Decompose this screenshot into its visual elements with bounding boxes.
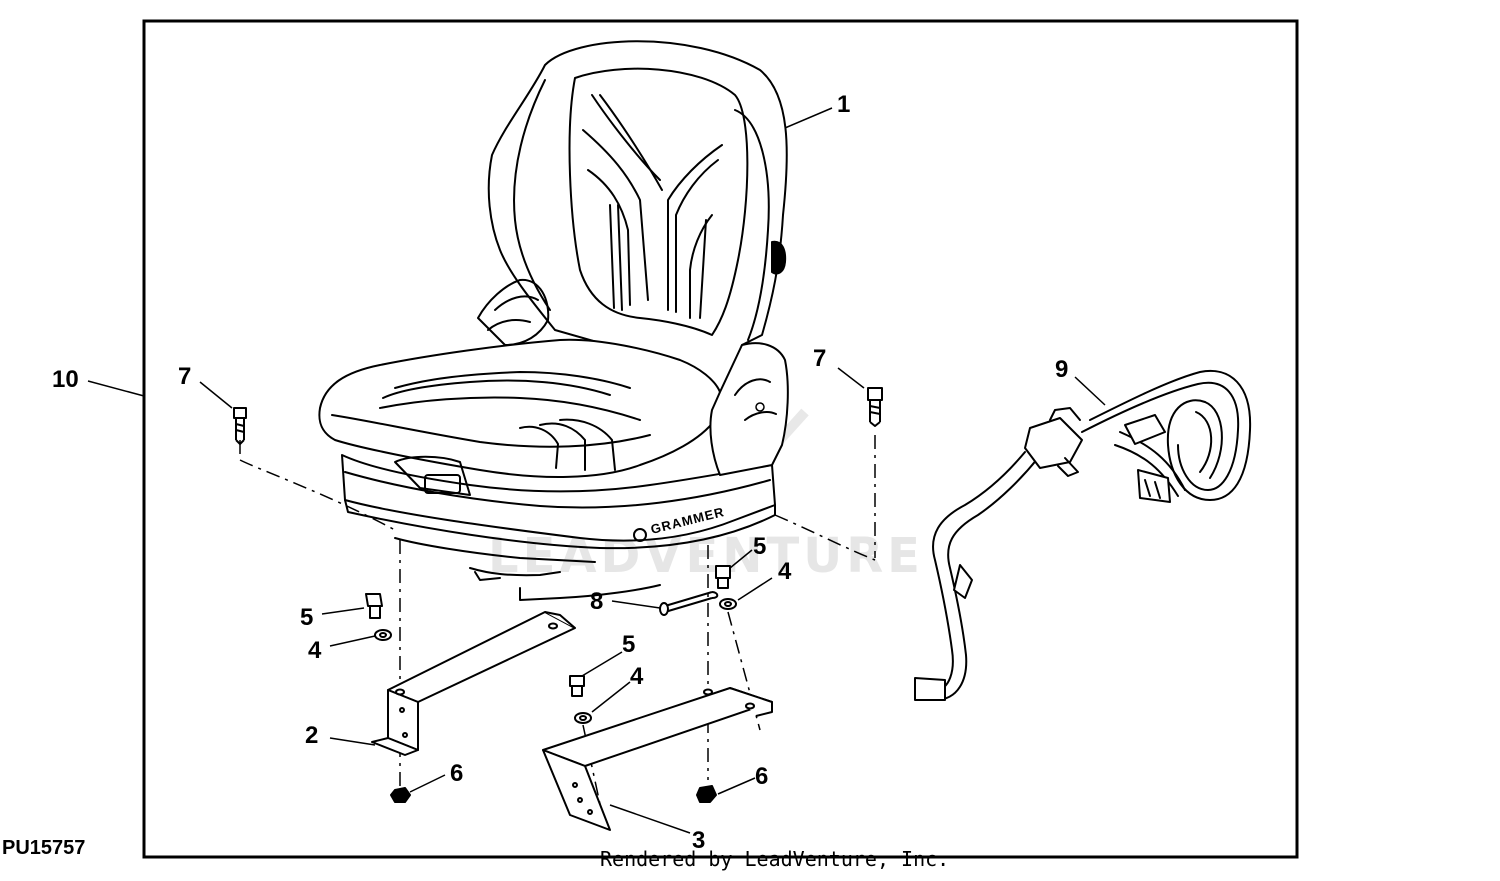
callout-1: 1: [837, 91, 850, 118]
bolt-5-center: [569, 675, 585, 697]
callout-6-right: 6: [755, 763, 768, 790]
render-credit: Rendered by LeadVenture, Inc.: [600, 847, 949, 871]
callout-7-left: 7: [178, 363, 191, 390]
figure-id: PU15757: [2, 837, 85, 859]
callout-6-left: 6: [450, 760, 463, 787]
callout-9: 9: [1055, 356, 1068, 383]
callout-labels: 1 10 7 7 9 5 4 8 5 4 5 4 2 6 6 3: [52, 91, 1068, 854]
callout-4-right: 4: [778, 558, 792, 585]
pin-8: [659, 591, 719, 616]
bracket-3: [542, 687, 773, 831]
diagram-frame: [142, 19, 1299, 859]
callout-10: 10: [52, 366, 79, 393]
hardware: [233, 387, 883, 803]
callout-2: 2: [305, 722, 318, 749]
seat-assembly: [318, 40, 789, 601]
callout-4-center: 4: [630, 663, 644, 690]
callout-8: 8: [590, 588, 603, 615]
screw-7-right: [867, 387, 883, 427]
bolt-5-right: [715, 565, 731, 589]
wiring-harness-9: [914, 369, 1252, 701]
leader-lines: [87, 107, 1106, 834]
callout-4-left: 4: [308, 637, 322, 664]
callout-7-right: 7: [813, 345, 826, 372]
callout-5-center: 5: [622, 631, 635, 658]
callout-3: 3: [692, 827, 705, 854]
callout-5-left: 5: [300, 604, 313, 631]
bracket-2: [371, 611, 576, 756]
screw-7-left: [233, 407, 247, 445]
bolt-5-left: [365, 593, 383, 619]
watermark-text: LEADVENTURE: [488, 528, 924, 584]
callout-5-right: 5: [753, 533, 766, 560]
